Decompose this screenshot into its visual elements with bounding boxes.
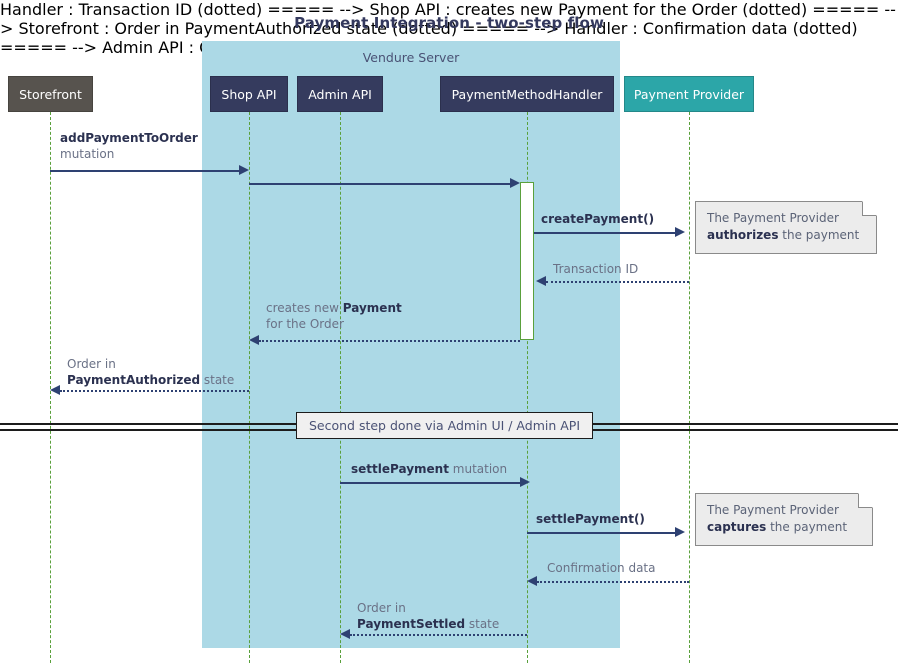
lifeline-admin-api — [340, 112, 341, 663]
participant-storefront[interactable]: Storefront — [8, 76, 93, 112]
message-label-add-payment-to-order-rest: mutation — [60, 147, 115, 161]
diagram-title: Payment Integration - two-step flow — [294, 14, 604, 32]
group-box-vendure-server — [202, 41, 620, 648]
note-captures: The Payment Provider captures the paymen… — [695, 493, 873, 546]
lifeline-payment-method-handler — [527, 112, 528, 663]
message-label-settle-payment-mutation-rest: mutation — [448, 462, 508, 476]
message-label-order-authorized-bold: PaymentAuthorized — [67, 373, 201, 387]
message-label-creates-new-payment: creates new Payment for the Order — [266, 300, 402, 332]
participant-storefront-label: Storefront — [19, 86, 82, 102]
message-label-transaction-id: Transaction ID — [553, 261, 638, 277]
note-captures-bold: captures — [707, 520, 767, 534]
note-authorizes-bold: authorizes — [707, 228, 779, 242]
participant-payment-provider[interactable]: Payment Provider — [624, 76, 754, 112]
message-label-order-settled-bold: PaymentSettled — [357, 617, 466, 631]
participant-payment-provider-label: Payment Provider — [633, 86, 745, 102]
message-arrow-order-authorized — [60, 390, 249, 392]
participant-shop-api-label: Shop API — [221, 86, 277, 102]
message-label-transaction-id-rest: Transaction ID — [553, 262, 639, 276]
message-label-create-payment-bold: createPayment() — [541, 212, 655, 226]
activation-bar-payment-method-handler — [520, 182, 534, 340]
message-arrow-order-settled — [350, 634, 527, 636]
arrowhead-create-payment — [675, 227, 685, 237]
message-label-confirmation-data-rest: Confirmation data — [547, 561, 656, 575]
arrowhead-settle-payment-call — [675, 527, 685, 537]
message-arrow-settle-payment-mutation — [340, 482, 520, 484]
divider-label: Second step done via Admin UI / Admin AP… — [308, 418, 581, 433]
message-label-confirmation-data: Confirmation data — [547, 560, 655, 576]
message-label-order-settled-rest2: state — [465, 617, 500, 631]
note-authorizes-after: the payment — [778, 228, 860, 242]
message-label-create-payment: createPayment() — [541, 211, 654, 227]
message-label-order-settled-rest1: Order in — [357, 601, 406, 615]
message-arrow-create-payment — [534, 232, 675, 234]
arrowhead-confirmation-data — [527, 576, 537, 586]
arrowhead-order-settled — [340, 629, 350, 639]
note-captures-line1: The Payment Provider — [707, 503, 839, 517]
arrowhead-shop-api-to-handler — [510, 178, 520, 188]
message-label-settle-payment-call-bold: settlePayment() — [536, 512, 645, 526]
message-label-settle-payment-mutation: settlePayment mutation — [351, 461, 507, 477]
lifeline-payment-provider — [689, 112, 690, 663]
participant-admin-api[interactable]: Admin API — [297, 76, 383, 112]
message-label-order-settled: Order in PaymentSettled state — [357, 600, 499, 632]
note-fold-icon-2 — [858, 493, 873, 508]
group-label-vendure-server: Vendure Server — [362, 50, 460, 65]
message-arrow-creates-new-payment — [259, 340, 520, 342]
message-arrow-add-payment-to-order — [50, 170, 239, 172]
message-arrow-settle-payment-call — [527, 532, 675, 534]
arrowhead-transaction-id — [536, 276, 546, 286]
note-authorizes-line1: The Payment Provider — [707, 211, 839, 225]
message-label-add-payment-to-order-bold: addPaymentToOrder — [60, 131, 198, 145]
arrowhead-creates-new-payment — [249, 335, 259, 345]
divider-box: Second step done via Admin UI / Admin AP… — [296, 412, 593, 439]
message-arrow-transaction-id — [546, 281, 689, 283]
message-label-order-authorized: Order in PaymentAuthorized state — [67, 356, 234, 388]
message-label-settle-payment-call: settlePayment() — [536, 511, 645, 527]
arrowhead-add-payment-to-order — [239, 165, 249, 175]
message-arrow-confirmation-data — [537, 581, 689, 583]
participant-admin-api-label: Admin API — [308, 86, 372, 102]
participant-payment-method-handler[interactable]: PaymentMethodHandler — [440, 76, 614, 112]
arrowhead-order-authorized — [50, 385, 60, 395]
message-label-add-payment-to-order: addPaymentToOrder mutation — [60, 130, 198, 162]
note-authorizes: The Payment Provider authorizes the paym… — [695, 201, 877, 254]
lifeline-shop-api — [249, 112, 250, 663]
participant-payment-method-handler-label: PaymentMethodHandler — [451, 86, 603, 102]
message-label-order-authorized-rest2: state — [200, 373, 235, 387]
message-label-creates-new-payment-rest2: for the Order — [266, 317, 344, 331]
message-label-creates-new-payment-bold: Payment — [342, 301, 402, 315]
message-arrow-shop-api-to-handler — [249, 183, 510, 185]
note-fold-icon — [862, 201, 877, 216]
message-label-order-authorized-rest1: Order in — [67, 357, 116, 371]
participant-shop-api[interactable]: Shop API — [210, 76, 288, 112]
note-captures-after: the payment — [766, 520, 848, 534]
arrowhead-settle-payment-mutation — [520, 477, 530, 487]
message-label-settle-payment-mutation-bold: settlePayment — [351, 462, 449, 476]
message-label-creates-new-payment-rest1: creates new — [266, 301, 343, 315]
